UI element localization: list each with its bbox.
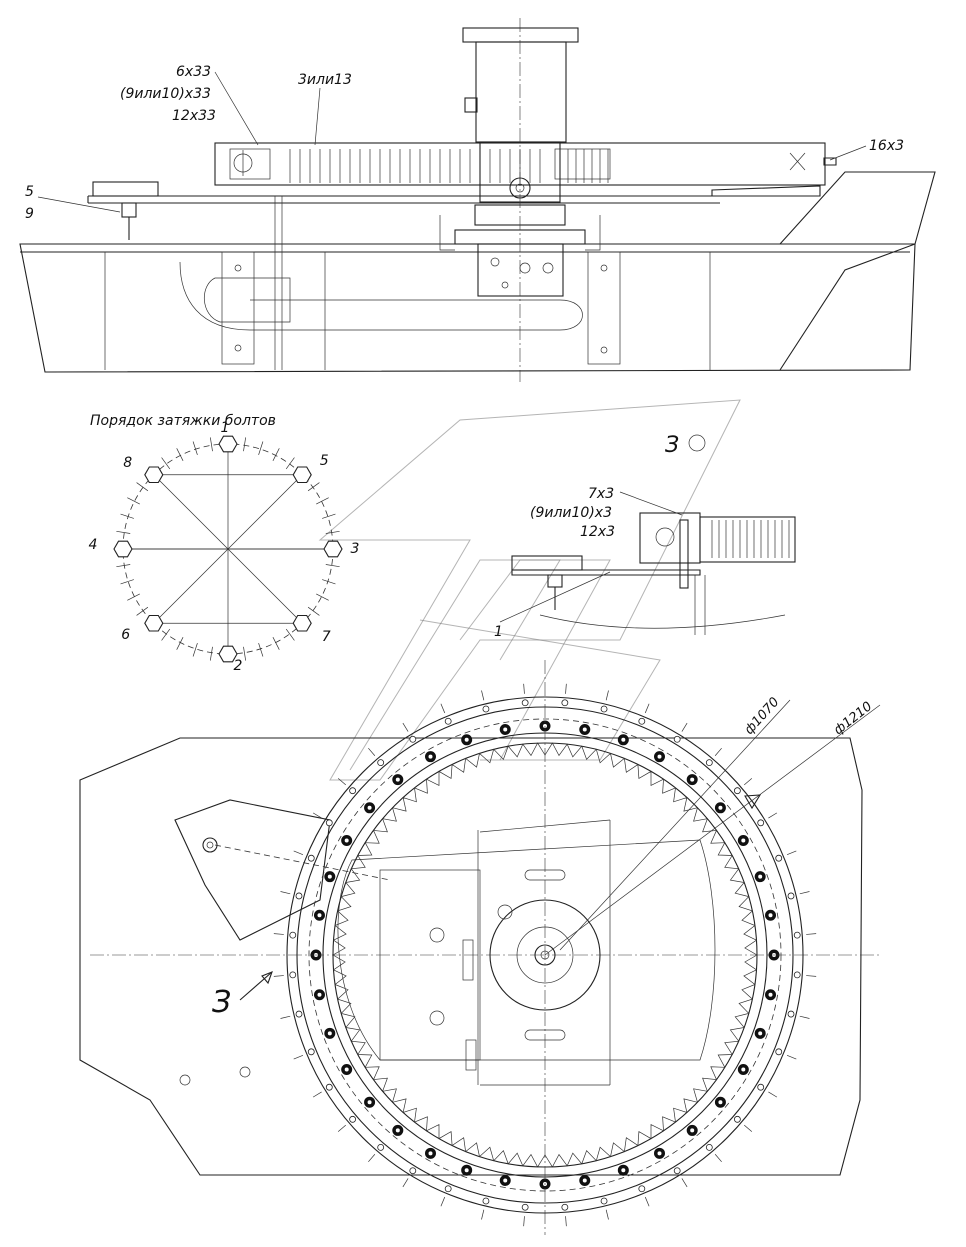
- bolt-order-diagram: 1 2 3 4 5 6 7 8: [89, 420, 360, 674]
- callout-support-b: 9: [25, 206, 34, 222]
- bolt-order-title: Порядок затяжки болтов: [90, 413, 276, 429]
- bolt-label-8: 8: [123, 455, 132, 471]
- callout-grease: 16x3: [869, 138, 904, 154]
- bolt-4: [113, 540, 133, 558]
- bolt-8: [144, 466, 164, 484]
- callout-bolt-alt: (9или10)x33: [120, 86, 211, 102]
- side-view: [19, 18, 936, 382]
- bolt-label-7: 7: [322, 629, 331, 645]
- gear-teeth-side: [289, 149, 609, 183]
- detail-callout-bolt-main: 7x3: [588, 486, 614, 502]
- callout-bolt-main: 6x33: [176, 64, 211, 80]
- bolt-6: [144, 614, 164, 632]
- bolt-label-3: 3: [351, 541, 360, 557]
- bolt-1: [218, 435, 238, 453]
- bolt-3: [323, 540, 343, 558]
- detail-callout-bolt-alt: (9или10)x3: [530, 505, 612, 521]
- callout-washer: 12x33: [172, 108, 216, 124]
- bolt-7: [292, 614, 312, 632]
- bolt-2: [218, 645, 238, 663]
- plan-view: [79, 660, 881, 1235]
- bolt-label-4: 4: [89, 537, 98, 553]
- dim-inner-diameter: ф1070: [742, 695, 783, 738]
- bolt-label-1: 1: [221, 420, 230, 436]
- slewing-ring: [273, 683, 817, 1227]
- bolt-5: [292, 466, 312, 484]
- detail-view: [499, 434, 796, 635]
- callout-support-a: 5: [25, 184, 34, 200]
- detail-callout-part: 1: [494, 624, 503, 640]
- callout-ring: 3или13: [298, 72, 352, 88]
- bolt-label-2: 2: [234, 658, 243, 674]
- plan-view-arrow-label: З: [212, 985, 231, 1020]
- gear-teeth-detail: [711, 520, 790, 558]
- bolt-label-5: 5: [320, 453, 329, 469]
- dim-outer-diameter: ф1210: [831, 699, 875, 738]
- bolt-label-6: 6: [121, 627, 130, 643]
- detail-callout-washer: 12x3: [580, 524, 615, 540]
- detail-view-label: З: [665, 433, 679, 458]
